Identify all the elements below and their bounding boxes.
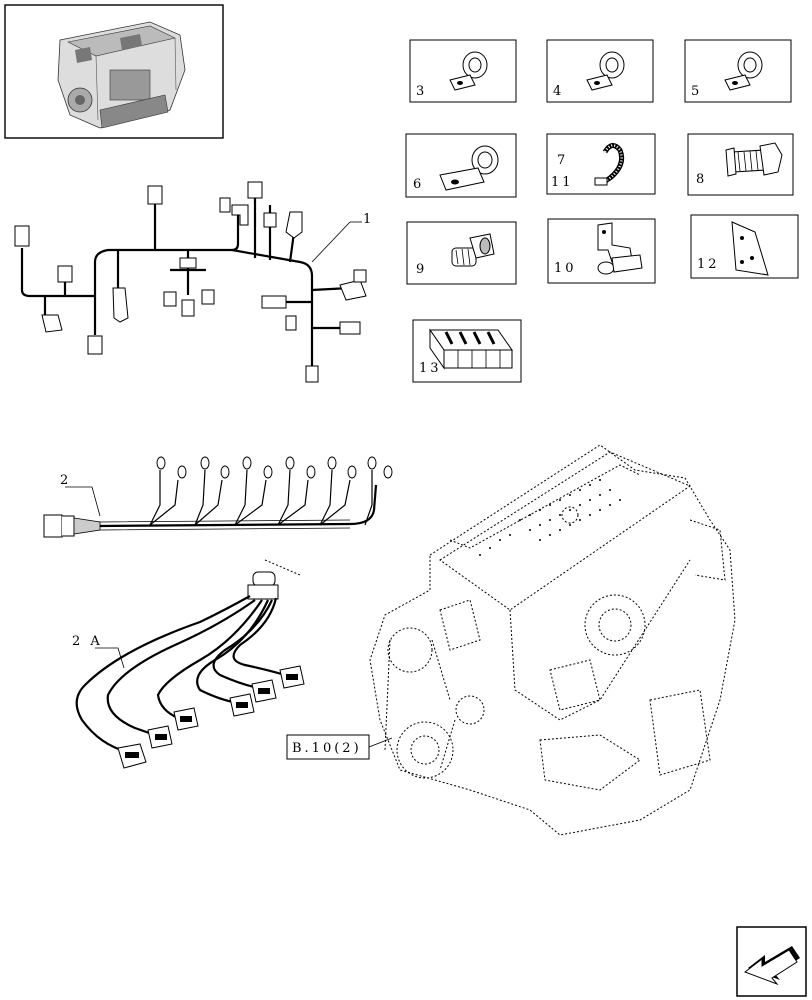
part-box-10[interactable]: 10 <box>547 218 656 284</box>
previous-page-button[interactable] <box>736 926 807 997</box>
engine-illustration <box>369 444 736 836</box>
part-number-8: 8 <box>696 172 704 187</box>
plate-icon <box>731 221 769 276</box>
part-box-7-11[interactable]: 7 11 <box>546 133 656 195</box>
bracket-icon <box>597 222 643 275</box>
part-box-12[interactable]: 12 <box>690 214 799 279</box>
p-clamp-icon <box>449 51 488 91</box>
reference-box[interactable]: B.10(2) <box>286 734 393 760</box>
p-clamp-icon <box>586 51 625 91</box>
injector-harness-diagram <box>43 456 393 538</box>
p-clamp-icon <box>724 51 763 91</box>
main-harness-diagram <box>14 181 367 383</box>
wire-holder-icon <box>429 328 513 370</box>
cable-tie-icon <box>594 143 625 186</box>
engine-thumbnail-icon <box>57 21 186 129</box>
p-clamp-icon <box>439 145 499 191</box>
part-number-7: 7 <box>557 153 565 168</box>
part-number-9: 9 <box>416 262 424 277</box>
part-box-8[interactable]: 8 <box>687 133 794 196</box>
part-box-3[interactable]: 3 <box>409 39 517 103</box>
callout-injector-harness: 2 <box>60 473 68 488</box>
part-number-4: 4 <box>553 84 561 99</box>
part-number-13: 13 <box>419 361 442 376</box>
part-box-9[interactable]: 9 <box>406 221 517 285</box>
previous-page-arrow-icon <box>743 946 800 986</box>
callout-main-harness: 1 <box>363 212 371 227</box>
part-number-10: 10 <box>554 261 577 276</box>
part-number-6: 6 <box>413 177 421 192</box>
part-box-5[interactable]: 5 <box>684 39 792 103</box>
part-number-5: 5 <box>691 84 699 99</box>
part-box-4[interactable]: 4 <box>546 39 654 103</box>
part-number-11: 11 <box>551 175 574 190</box>
parts-grid: 3 4 5 <box>405 39 799 383</box>
socket-screw-icon <box>451 233 495 267</box>
sensor-harness-diagram <box>75 559 305 769</box>
hex-bolt-icon <box>725 142 783 177</box>
part-number-3: 3 <box>416 84 424 99</box>
callout-sensor-harness: 2 A <box>72 634 103 649</box>
reference-label: B.10(2) <box>292 741 362 756</box>
part-box-13[interactable]: 13 <box>412 319 522 383</box>
engine-thumbnail[interactable] <box>4 4 224 139</box>
part-box-6[interactable]: 6 <box>405 133 517 198</box>
part-number-12: 12 <box>697 257 720 272</box>
